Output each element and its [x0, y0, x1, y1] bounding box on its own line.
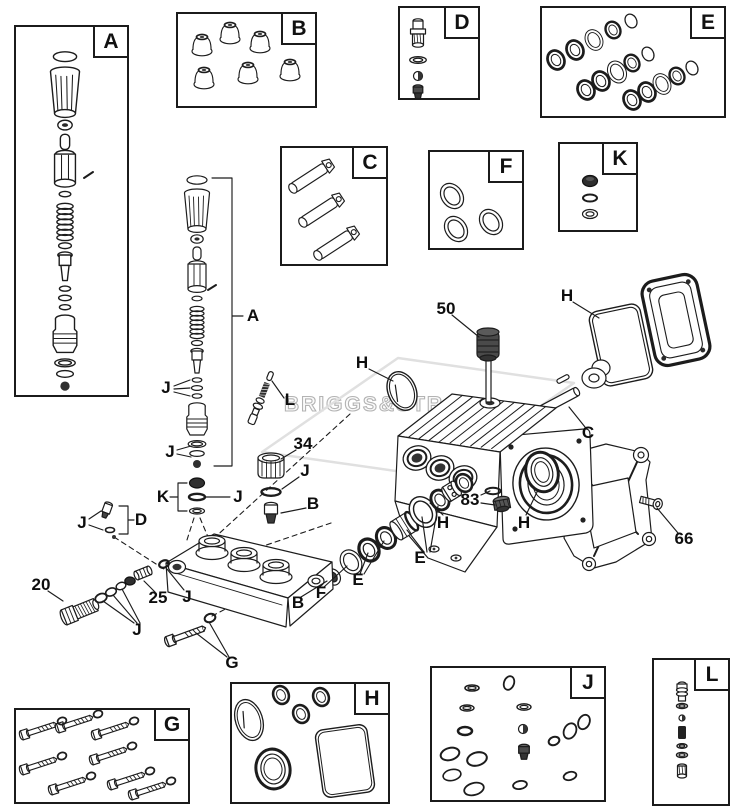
- kit-box-g: G: [14, 708, 190, 804]
- callout-leader-lines: [47, 177, 679, 658]
- kit-box-j-label: J: [570, 666, 606, 699]
- callout-j-5: J: [300, 461, 310, 480]
- callout-j-2: J: [165, 442, 175, 461]
- kit-g-parts: [17, 709, 177, 802]
- bracket-bolt-66: [638, 495, 663, 511]
- callout-h-2: H: [560, 286, 574, 305]
- callout-h-1: H: [355, 353, 369, 372]
- kit-box-b-label: B: [281, 12, 317, 45]
- oval-gasket-h: [386, 371, 418, 411]
- kit-box-a: A: [14, 25, 129, 397]
- cover-gasket: [588, 303, 654, 387]
- kit-l-parts: [675, 681, 689, 779]
- kit-box-k-label: K: [602, 142, 638, 175]
- callout-j-4: J: [77, 513, 87, 532]
- callout-j-6: J: [182, 587, 192, 606]
- callout-50: 50: [436, 299, 456, 318]
- kit-box-j: J: [430, 666, 606, 802]
- kit-box-l-label: L: [694, 658, 730, 691]
- unloader-valve-assembly: [185, 176, 217, 515]
- thermal-relief-column: [257, 452, 285, 524]
- kit-box-f-label: F: [488, 150, 524, 183]
- kit-j-parts: [439, 675, 591, 797]
- callout-a-main: A: [246, 306, 260, 325]
- callout-j-3: J: [233, 487, 243, 506]
- kit-h-parts: [233, 682, 376, 798]
- callout-f-main: F: [315, 583, 327, 602]
- callout-c-main: C: [581, 423, 595, 442]
- callout-25: 25: [148, 588, 168, 607]
- callout-83: 83: [460, 490, 480, 509]
- callout-k-main: K: [156, 487, 170, 506]
- crank-seal-h: [524, 450, 560, 494]
- kit-box-k: K: [558, 142, 638, 232]
- callout-j-7: J: [132, 620, 142, 639]
- kit-box-g-label: G: [154, 708, 190, 741]
- oil-dipstick-50: [476, 327, 500, 403]
- pump-head: [394, 393, 594, 573]
- callout-h-3: H: [436, 513, 450, 532]
- callout-d-main: D: [134, 510, 148, 529]
- callout-j-1: J: [161, 378, 171, 397]
- manifold: [165, 533, 334, 628]
- kit-a-parts: [51, 52, 94, 391]
- kit-box-b: B: [176, 12, 317, 108]
- callout-e-1: E: [352, 570, 364, 589]
- watermark-logo-outline: [260, 356, 576, 479]
- callout-20: 20: [31, 575, 51, 594]
- kit-k-parts: [581, 174, 599, 220]
- kit-box-h: H: [230, 682, 390, 804]
- relief-valve-assembly-l: [247, 371, 274, 426]
- kit-box-e: E: [540, 6, 726, 118]
- kit-d-parts: [409, 18, 427, 100]
- manifold-bolt-g: [162, 612, 217, 649]
- kit-box-h-label: H: [354, 682, 390, 715]
- d-kit-parts: [101, 501, 116, 539]
- kit-box-e-label: E: [690, 6, 726, 39]
- drain-plug-83: [484, 486, 512, 513]
- kit-box-c: C: [280, 146, 388, 266]
- kit-box-f: F: [428, 150, 524, 250]
- kit-box-l: L: [652, 658, 730, 806]
- kit-box-a-label: A: [93, 25, 129, 58]
- kit-box-c-label: C: [352, 146, 388, 179]
- callout-66: 66: [674, 529, 694, 548]
- kit-box-d-label: D: [444, 6, 480, 39]
- callout-l-main: L: [284, 390, 296, 409]
- callout-h-4: H: [517, 513, 531, 532]
- callout-34: 34: [293, 434, 313, 453]
- callout-e-2: E: [414, 548, 426, 567]
- callout-b-2: B: [291, 593, 305, 612]
- crankcase-cover-plate: [640, 272, 712, 368]
- callout-b-1: B: [306, 494, 320, 513]
- kit-box-d: D: [398, 6, 480, 100]
- callout-g-main: G: [225, 653, 239, 672]
